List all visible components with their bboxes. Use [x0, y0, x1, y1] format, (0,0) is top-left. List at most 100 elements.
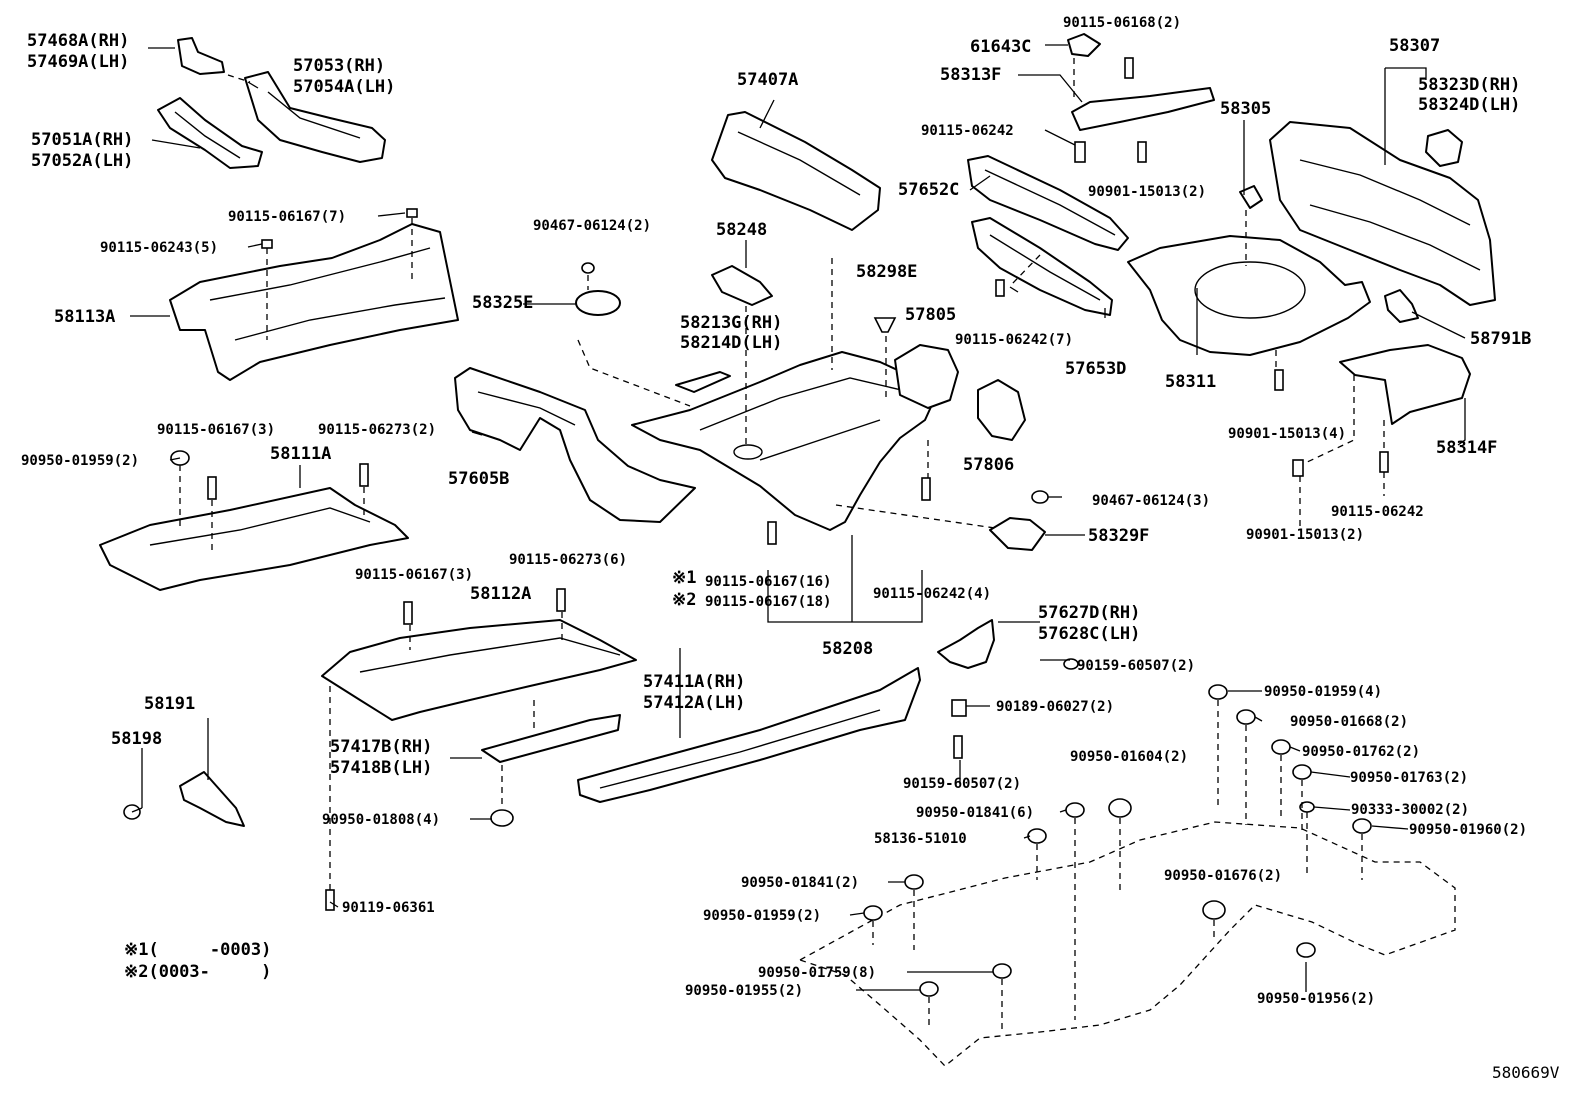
label-57418b[interactable]: 57418B(LH) — [330, 758, 432, 778]
label-57627d[interactable]: 57627D(RH) — [1038, 603, 1140, 623]
label-90901-15013-4[interactable]: 90901-15013(4) — [1228, 426, 1346, 442]
label-58313f[interactable]: 58313F — [940, 65, 1001, 85]
part-58323d-shape — [1425, 129, 1463, 167]
label-90115-06273-2[interactable]: 90115-06273(2) — [318, 422, 436, 438]
part-58307-shape — [1269, 121, 1496, 306]
label-58248[interactable]: 58248 — [716, 220, 767, 240]
label-90950-01841-2[interactable]: 90950-01841(2) — [741, 875, 859, 891]
label-61643c[interactable]: 61643C — [970, 37, 1031, 57]
label-57411a[interactable]: 57411A(RH) — [643, 672, 745, 692]
label-57052a[interactable]: 57052A(LH) — [31, 151, 133, 171]
label-90950-01808-4[interactable]: 90950-01808(4) — [322, 812, 440, 828]
part-58213g-shape — [675, 371, 731, 393]
label-57652c[interactable]: 57652C — [898, 180, 959, 200]
label-58298e[interactable]: 58298E — [856, 262, 917, 282]
label-58208[interactable]: 58208 — [822, 639, 873, 659]
part-57627d-shape — [937, 619, 995, 669]
label-90115-06167-3a[interactable]: 90115-06167(3) — [157, 422, 275, 438]
label-90115-06242-7[interactable]: 90115-06242(7) — [955, 332, 1073, 348]
label-90159-60507-2a[interactable]: 90159-60507(2) — [1077, 658, 1195, 674]
label-58791b[interactable]: 58791B — [1470, 329, 1531, 349]
label-58111a[interactable]: 58111A — [270, 444, 331, 464]
label-90950-01759-8[interactable]: 90950-01759(8) — [758, 965, 876, 981]
label-57469a[interactable]: 57469A(LH) — [27, 52, 129, 72]
label-90115-06242-4[interactable]: 90115-06242(4) — [873, 586, 991, 602]
label-58191[interactable]: 58191 — [144, 694, 195, 714]
part-57805-shape — [894, 344, 959, 409]
label-90950-01668-2[interactable]: 90950-01668(2) — [1290, 714, 1408, 730]
label-90115-06242a[interactable]: 90115-06242 — [921, 123, 1014, 139]
label-58198[interactable]: 58198 — [111, 729, 162, 749]
label-58323d[interactable]: 58323D(RH) — [1418, 75, 1520, 95]
part-57605b-shape — [454, 367, 696, 523]
label-90950-01763-2[interactable]: 90950-01763(2) — [1350, 770, 1468, 786]
label-90115-06167-18[interactable]: 90115-06167(18) — [705, 594, 831, 610]
label-90950-01960-2[interactable]: 90950-01960(2) — [1409, 822, 1527, 838]
label-57412a[interactable]: 57412A(LH) — [643, 693, 745, 713]
label-90159-60507-2b[interactable]: 90159-60507(2) — [903, 776, 1021, 792]
part-57053-shape — [244, 71, 386, 163]
label-57051a[interactable]: 57051A(RH) — [31, 130, 133, 150]
label-57053[interactable]: 57053(RH) — [293, 56, 385, 76]
label-90950-01959-2b[interactable]: 90950-01959(2) — [703, 908, 821, 924]
label-58112a[interactable]: 58112A — [470, 584, 531, 604]
label-58136-51010[interactable]: 58136-51010 — [874, 831, 967, 847]
note-2: ※2(0003- ) — [124, 962, 271, 982]
part-57468a-shape — [177, 37, 225, 75]
label-58213g[interactable]: 58213G(RH) — [680, 313, 782, 333]
label-90950-01955-2[interactable]: 90950-01955(2) — [685, 983, 803, 999]
label-90115-06167-3b[interactable]: 90115-06167(3) — [355, 567, 473, 583]
part-58791b-shape — [1384, 289, 1419, 323]
label-58314f[interactable]: 58314F — [1436, 438, 1497, 458]
label-90115-06273-6[interactable]: 90115-06273(6) — [509, 552, 627, 568]
label-marker-2: ※2 — [672, 590, 696, 610]
label-57628c[interactable]: 57628C(LH) — [1038, 624, 1140, 644]
label-58329f[interactable]: 58329F — [1088, 526, 1149, 546]
label-90950-01841-6[interactable]: 90950-01841(6) — [916, 805, 1034, 821]
label-58324d[interactable]: 58324D(LH) — [1418, 95, 1520, 115]
part-58248-shape — [711, 265, 773, 306]
label-90115-06168-2[interactable]: 90115-06168(2) — [1063, 15, 1181, 31]
label-57407a[interactable]: 57407A — [737, 70, 798, 90]
label-58214d[interactable]: 58214D(LH) — [680, 333, 782, 353]
label-90115-06167-7[interactable]: 90115-06167(7) — [228, 209, 346, 225]
label-57806[interactable]: 57806 — [963, 455, 1014, 475]
label-90950-01762-2[interactable]: 90950-01762(2) — [1302, 744, 1420, 760]
label-90950-01604-2[interactable]: 90950-01604(2) — [1070, 749, 1188, 765]
part-57605b-detail — [477, 391, 576, 426]
label-90950-01959-2a[interactable]: 90950-01959(2) — [21, 453, 139, 469]
label-57468a[interactable]: 57468A(RH) — [27, 31, 129, 51]
part-58113a-detail1 — [209, 247, 431, 301]
label-57605b[interactable]: 57605B — [448, 469, 509, 489]
part-58329f-shape — [989, 517, 1046, 551]
label-90115-06243-5[interactable]: 90115-06243(5) — [100, 240, 218, 256]
label-58307[interactable]: 58307 — [1389, 36, 1440, 56]
part-58113a-detail2 — [234, 297, 446, 341]
label-58113a[interactable]: 58113A — [54, 307, 115, 327]
label-90189-06027-2[interactable]: 90189-06027(2) — [996, 699, 1114, 715]
label-90119-06361[interactable]: 90119-06361 — [342, 900, 435, 916]
label-marker-1: ※1 — [672, 568, 696, 588]
label-58325e[interactable]: 58325E — [472, 293, 533, 313]
figure-id: 580669V — [1492, 1063, 1560, 1082]
label-90901-15013-2a[interactable]: 90901-15013(2) — [1088, 184, 1206, 200]
label-90950-01959-4[interactable]: 90950-01959(4) — [1264, 684, 1382, 700]
label-57805[interactable]: 57805 — [905, 305, 956, 325]
label-57054a[interactable]: 57054A(LH) — [293, 77, 395, 97]
label-90115-06242b[interactable]: 90115-06242 — [1331, 504, 1424, 520]
label-58305[interactable]: 58305 — [1220, 99, 1271, 119]
part-58191-shape — [179, 771, 245, 827]
label-90950-01676-2[interactable]: 90950-01676(2) — [1164, 868, 1282, 884]
part-58112a-shape — [321, 619, 637, 721]
label-90901-15013-2b[interactable]: 90901-15013(2) — [1246, 527, 1364, 543]
label-90467-06124-2[interactable]: 90467-06124(2) — [533, 218, 651, 234]
label-90115-06167-16[interactable]: 90115-06167(16) — [705, 574, 831, 590]
label-58311[interactable]: 58311 — [1165, 372, 1216, 392]
part-57053-detail — [267, 91, 361, 139]
label-90467-06124-3[interactable]: 90467-06124(3) — [1092, 493, 1210, 509]
label-90950-01956-2[interactable]: 90950-01956(2) — [1257, 991, 1375, 1007]
label-57417b[interactable]: 57417B(RH) — [330, 737, 432, 757]
part-58208-detail2 — [759, 419, 881, 461]
label-90333-30002-2[interactable]: 90333-30002(2) — [1351, 802, 1469, 818]
label-57653d[interactable]: 57653D — [1065, 359, 1126, 379]
